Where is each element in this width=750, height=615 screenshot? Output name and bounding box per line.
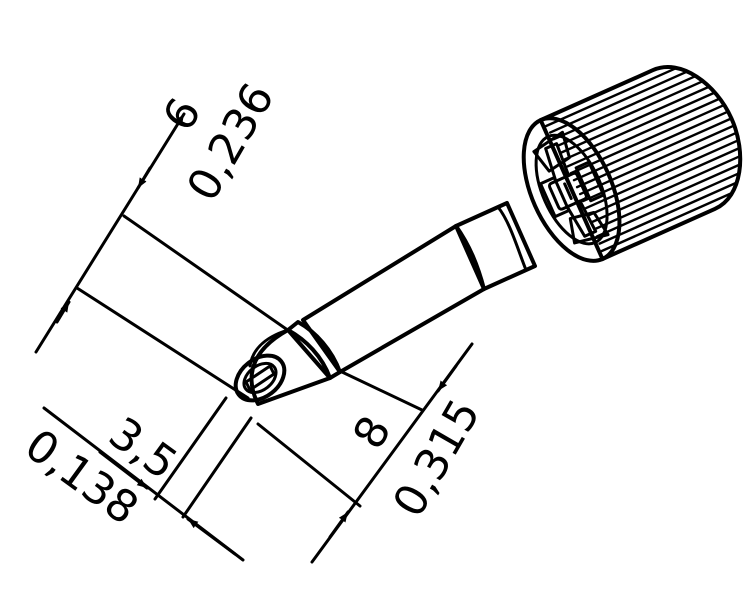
- nut-front-face: [521, 116, 622, 263]
- ext-line-length-b: [75, 286, 250, 400]
- tip-face-slot: [244, 364, 276, 392]
- knurl-ridge: [575, 117, 733, 189]
- tip-face-outer: [233, 353, 287, 403]
- tip-cone: [249, 328, 332, 406]
- length-mm-label: 6: [153, 90, 211, 140]
- tip-body: [233, 201, 537, 406]
- ext-line-width-a: [153, 396, 228, 501]
- knurl-ridge: [569, 103, 726, 175]
- dimension-lines: [34, 112, 474, 564]
- shaft-in-label: 0,315: [383, 391, 490, 526]
- ext-line-shaft-b: [256, 422, 362, 508]
- knurl-ridge: [584, 138, 740, 210]
- ext-line-width-b: [181, 416, 253, 519]
- ext-line-length-a: [122, 214, 304, 342]
- ext-line-shaft-a: [340, 370, 424, 412]
- knurl-ridge: [566, 97, 722, 168]
- knurl-ridge: [548, 70, 689, 134]
- knurled-nut: [521, 65, 743, 263]
- knurl-ridge: [559, 85, 711, 154]
- nut-knurl-lines: [544, 66, 742, 253]
- knurl-ridge: [572, 110, 730, 182]
- length-in-label: 0,236: [177, 75, 284, 210]
- knurl-ridge: [581, 131, 738, 203]
- knurl-ridge: [544, 66, 679, 128]
- shaft-ring: [286, 320, 342, 380]
- knurl-ridge: [587, 146, 742, 217]
- nut-inner-ring: [534, 133, 609, 246]
- tip-face-inner: [242, 361, 278, 395]
- knurl-ridge: [578, 124, 736, 196]
- shaft-sleeve: [454, 201, 537, 291]
- knurl-ridge: [598, 181, 739, 245]
- shaft: [301, 224, 486, 374]
- length-dim-line: [34, 112, 186, 354]
- nut-hub: [544, 142, 598, 238]
- knurl-ridge: [556, 79, 705, 148]
- knurl-ridge: [590, 154, 742, 224]
- knurl-ridge: [563, 91, 717, 161]
- knurl-ridge: [600, 191, 734, 253]
